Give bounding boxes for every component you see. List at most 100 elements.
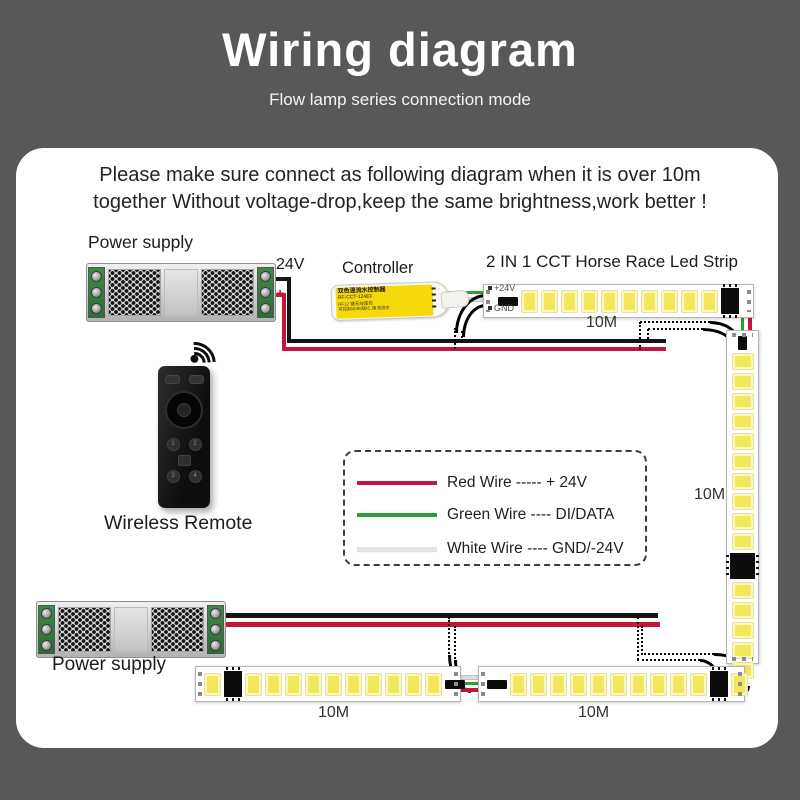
led-strip-bottom-right	[478, 666, 748, 702]
led-chip	[621, 289, 638, 313]
length-label-bottom-left: 10M	[318, 704, 350, 721]
controller-device: 双色温流水控制器 RF-CCT-124EF RF12 键无线遥控 可控制4096…	[330, 280, 470, 322]
wire-legend: Red Wire ----- + 24V Green Wire ---- DI/…	[343, 450, 647, 566]
vent-holes-right	[151, 607, 204, 652]
wire-black-bus-top	[287, 339, 666, 343]
white-wire-swatch	[357, 547, 437, 551]
red-wire-swatch	[357, 481, 437, 485]
psu-label-area	[113, 607, 149, 652]
strip-plus24v-label: +24V	[488, 283, 515, 293]
ic-chip	[726, 553, 759, 579]
controller-label: Controller	[342, 259, 414, 277]
wire-black-psu-top-stub	[272, 277, 291, 281]
legend-row-white: White Wire ---- GND/-24V	[357, 540, 624, 558]
wire-red-inject4-dotted-h	[641, 653, 714, 655]
voltage-label: 24V	[276, 256, 305, 273]
power-supply-bottom	[36, 601, 226, 658]
wire-black-inject4-dotted-v	[637, 617, 639, 660]
vent-holes-left	[108, 269, 161, 316]
led-chip	[731, 642, 754, 659]
led-chip	[731, 373, 754, 390]
terminal-block-right	[206, 605, 224, 654]
ic-chip	[721, 284, 739, 318]
led-chip	[731, 473, 754, 490]
wire-black-inject2-dotted-h	[648, 328, 703, 330]
notice-line-2: together Without voltage-drop,keep the s…	[93, 191, 707, 213]
length-label-right: 10M	[694, 486, 726, 503]
led-chip	[541, 289, 558, 313]
remote-button-1: 1	[166, 438, 180, 451]
wire-green-corner-v	[741, 303, 744, 336]
remote-button-2: 2	[188, 438, 202, 451]
led-chip	[601, 289, 618, 313]
terminal-block-right	[256, 267, 274, 318]
led-chip	[581, 289, 598, 313]
resistor	[498, 296, 518, 306]
led-chip	[590, 672, 607, 696]
legend-label-green: Green Wire ---- DI/DATA	[447, 506, 615, 523]
wire-red-bus-top	[282, 347, 666, 351]
psu-label-area	[163, 269, 199, 316]
led-chip	[670, 672, 687, 696]
ic-chip	[224, 667, 242, 701]
resistor	[738, 336, 747, 350]
remote-button-3: 3	[166, 470, 180, 483]
led-strip-bottom-left	[195, 666, 465, 702]
wire-red-inject2-dotted-h	[640, 321, 710, 323]
led-chip	[510, 672, 527, 696]
power-supply-top-label: Power supply	[88, 232, 194, 252]
led-chip	[731, 513, 754, 530]
controller-connector	[440, 289, 470, 309]
led-chip	[325, 672, 342, 696]
legend-label-red: Red Wire ----- + 24V	[447, 474, 587, 491]
length-label-bottom-right: 10M	[578, 704, 610, 721]
led-chip	[521, 289, 538, 313]
minus-label: -	[279, 270, 284, 286]
led-chip	[731, 413, 754, 430]
remote-ok-button	[177, 403, 191, 417]
led-chip	[385, 672, 402, 696]
remote-mode-button	[177, 455, 191, 466]
led-chip	[305, 672, 322, 696]
led-chip	[561, 289, 578, 313]
legend-row-red: Red Wire ----- + 24V	[357, 474, 587, 492]
wire-red-inject-dotted	[454, 328, 456, 349]
wire-red-inject2-dotted-v	[639, 322, 641, 350]
terminal-block-left	[38, 605, 55, 654]
wire-black-psu-top-drop	[287, 277, 291, 343]
legend-row-green: Green Wire ---- DI/DATA	[357, 506, 614, 524]
led-chip	[570, 672, 587, 696]
remote-button-pill	[188, 375, 204, 384]
notice-text: Please make sure connect as following di…	[30, 162, 770, 216]
led-chip	[204, 672, 221, 696]
led-strip-top	[483, 284, 754, 318]
wire-black-bus-bottom	[222, 613, 658, 618]
led-chip	[630, 672, 647, 696]
led-chip	[731, 433, 754, 450]
led-chip	[245, 672, 262, 696]
power-supply-bottom-label: Power supply	[52, 654, 167, 675]
vent-holes-left	[58, 607, 111, 652]
led-chip	[285, 672, 302, 696]
led-chip	[731, 393, 754, 410]
remote-dpad	[165, 391, 203, 429]
led-chip	[425, 672, 442, 696]
page-subtitle: Flow lamp series connection mode	[269, 90, 531, 109]
led-chip	[365, 672, 382, 696]
wire-red-psu-top-drop	[282, 293, 286, 351]
wire-red-bus-bottom	[222, 622, 660, 627]
terminal-block-left	[88, 267, 105, 318]
led-chip	[661, 289, 678, 313]
vent-holes-right	[201, 269, 254, 316]
controller-sticker: 双色温流水控制器 RF-CCT-124EF RF12 键无线遥控 可控制4096…	[335, 284, 434, 319]
wire-red-strip-joint	[438, 688, 484, 692]
controller-pins	[431, 287, 437, 312]
remote-button-4: 4	[188, 470, 202, 483]
led-chip	[610, 672, 627, 696]
legend-label-white: White Wire ---- GND/-24V	[447, 540, 624, 557]
led-chip	[345, 672, 362, 696]
power-supply-top	[86, 263, 276, 322]
led-chip	[731, 493, 754, 510]
led-chip	[731, 672, 748, 696]
